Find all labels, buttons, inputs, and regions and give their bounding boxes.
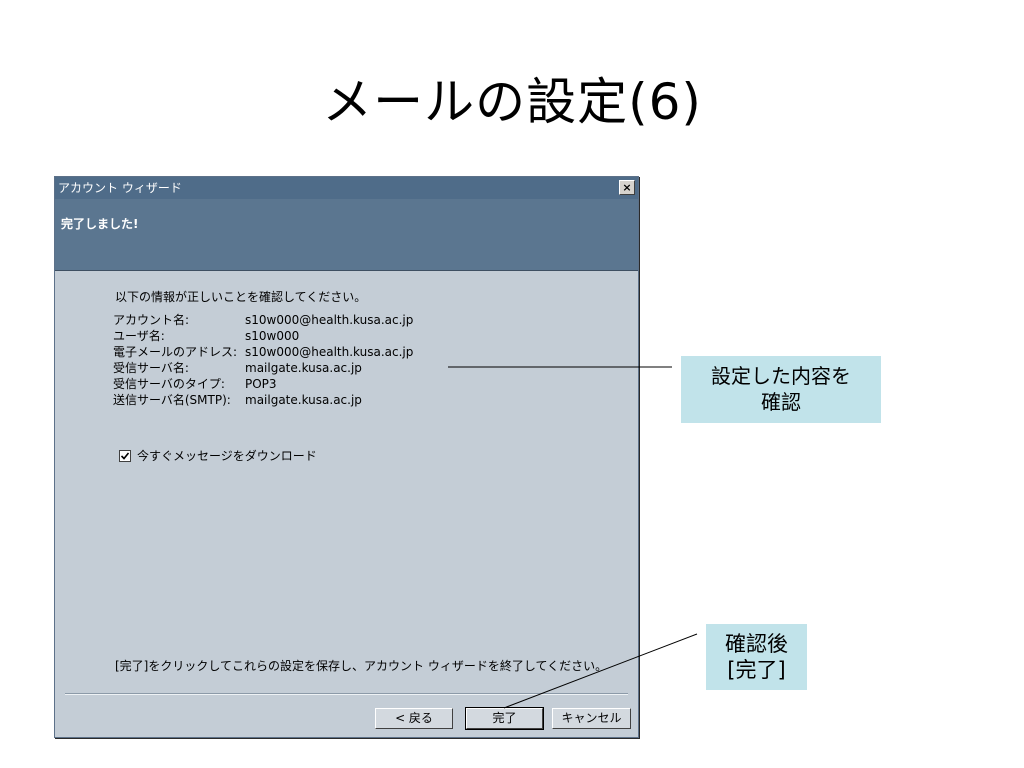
info-label: 受信サーバ名:	[113, 361, 189, 375]
info-value: s10w000@health.kusa.ac.jp	[245, 345, 414, 359]
wizard-content: 以下の情報が正しいことを確認してください。 アカウント名: s10w000@he…	[55, 271, 638, 737]
confirm-callout-line2: 確認	[761, 390, 801, 414]
account-wizard-window: アカウント ウィザード × 完了しました! 以下の情報が正しいことを確認してくだ…	[54, 176, 639, 738]
info-value: mailgate.kusa.ac.jp	[245, 361, 362, 375]
cancel-button[interactable]: キャンセル	[552, 708, 631, 729]
info-label: 送信サーバ名(SMTP):	[113, 393, 231, 407]
info-row: ユーザ名: s10w000	[113, 328, 417, 344]
download-now-checkbox-row[interactable]: 今すぐメッセージをダウンロード	[119, 447, 317, 464]
wizard-header: 完了しました!	[55, 199, 638, 271]
info-label: 電子メールのアドレス:	[113, 345, 238, 359]
info-value: POP3	[245, 377, 277, 391]
info-row: 受信サーバのタイプ: POP3	[113, 376, 417, 392]
close-icon: ×	[622, 181, 632, 194]
info-label: アカウント名:	[113, 313, 190, 327]
window-titlebar: アカウント ウィザード ×	[55, 177, 638, 199]
info-value: s10w000@health.kusa.ac.jp	[245, 313, 414, 327]
intro-text: 以下の情報が正しいことを確認してください。	[115, 290, 367, 304]
info-value: s10w000	[245, 329, 300, 343]
info-label: ユーザ名:	[113, 329, 165, 343]
finish-instruction: [完了]をクリックしてこれらの設定を保存し、アカウント ウィザードを終了してくだ…	[115, 659, 608, 673]
info-row: 受信サーバ名: mailgate.kusa.ac.jp	[113, 360, 417, 376]
info-row: アカウント名: s10w000@health.kusa.ac.jp	[113, 312, 417, 328]
download-now-label: 今すぐメッセージをダウンロード	[137, 449, 317, 463]
close-button[interactable]: ×	[619, 180, 635, 195]
download-now-checkbox[interactable]	[119, 449, 131, 462]
slide-title: メールの設定(6)	[322, 73, 702, 131]
checkmark-icon	[121, 451, 129, 460]
finish-callout: 確認後 [完了]	[706, 624, 807, 690]
wizard-header-title: 完了しました!	[61, 217, 139, 231]
finish-connector-line	[503, 633, 698, 709]
info-row: 送信サーバ名(SMTP): mailgate.kusa.ac.jp	[113, 392, 417, 408]
info-value: mailgate.kusa.ac.jp	[245, 393, 362, 407]
finish-callout-line2: [完了]	[727, 658, 786, 682]
window-title: アカウント ウィザード	[58, 181, 182, 195]
confirm-callout-line1: 設定した内容を	[711, 364, 851, 388]
finish-button[interactable]: 完了	[465, 707, 544, 730]
back-button[interactable]: < 戻る	[375, 708, 453, 729]
footer-separator	[65, 693, 628, 695]
confirm-callout: 設定した内容を 確認	[681, 356, 881, 423]
info-label: 受信サーバのタイプ:	[113, 377, 225, 391]
finish-callout-line1: 確認後	[725, 632, 788, 656]
info-row: 電子メールのアドレス: s10w000@health.kusa.ac.jp	[113, 344, 417, 360]
account-info-table: アカウント名: s10w000@health.kusa.ac.jp ユーザ名: …	[113, 312, 417, 408]
